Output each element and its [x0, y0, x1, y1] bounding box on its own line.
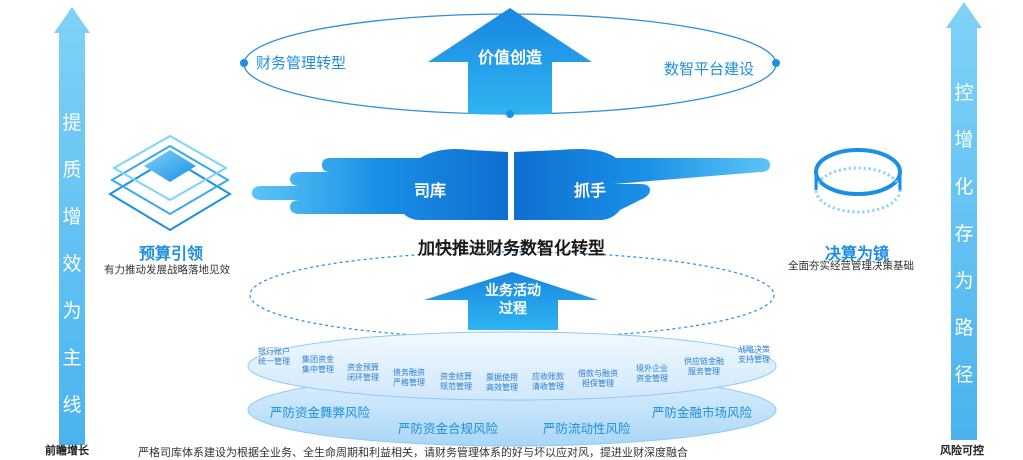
budget-lead-subtitle: 有力推动发展战略落地见效: [104, 264, 230, 276]
left-arrow-shape: [54, 7, 90, 445]
final-accounts-title: 决算为镜: [825, 244, 890, 263]
right-arrow-char: 化: [954, 176, 974, 198]
management-disc: [247, 331, 777, 401]
left-arrow-char: 提: [62, 112, 82, 134]
business-process-arrow: [424, 272, 598, 330]
disc-item: 资金结算规范管理: [440, 372, 472, 392]
disc-item-line: 境外企业: [636, 364, 668, 373]
disc-item-line: 债务融资: [393, 368, 425, 377]
business-process-line2: 过程: [499, 301, 527, 317]
disc-item-line: 支持管理: [738, 355, 770, 364]
ellipse-left-dot: [240, 59, 248, 67]
budget-lead-title: 预算引领: [139, 244, 204, 263]
disc-item-line: 借款与融资: [578, 369, 618, 378]
value-creation-arrow: [428, 8, 592, 114]
grip-label: 抓手: [573, 181, 606, 200]
disc-item-line: 资金结算: [440, 372, 472, 381]
disc-item-line: 清收管理: [532, 382, 564, 391]
disc-item: 资金预算闭环管理: [347, 363, 379, 383]
disc-item-line: 供应链金融: [684, 357, 724, 366]
treasury-label: 司库: [413, 181, 446, 200]
left-arrow-text: 提 质 增 效 为 主 线: [52, 100, 92, 429]
disc-item-line: 战略决策: [738, 345, 770, 354]
risk-item: 严防资金合规风险: [398, 421, 499, 436]
left-arrow-char: 为: [62, 300, 82, 322]
value-creation-label: 价值创造: [477, 48, 542, 67]
right-arrow-char: 存: [954, 223, 974, 245]
disc-item-line: 资金管理: [636, 374, 668, 383]
disc-item: 供应链金融服务管理: [684, 357, 724, 377]
bottom-caption: 严格司库体系建设为根据全业务、全生命周期和利益相关，请财务管理体系的好与坏以应对…: [138, 446, 688, 459]
disc-item: 集团资金集中管理: [302, 355, 334, 375]
disc-item: 债务融资严格管理: [393, 368, 425, 388]
disc-item: 应收账款清收管理: [532, 372, 564, 392]
disc-item-line: 应收账款: [532, 372, 564, 381]
left-arrow-char: 效: [62, 253, 82, 275]
disc-item-line: 规范管理: [440, 382, 472, 391]
budget-layers-icon: [108, 134, 232, 232]
risk-item: 严防金融市场风险: [652, 405, 753, 420]
digital-platform-label: 数智平台建设: [664, 60, 755, 78]
right-arrow-char: 径: [954, 364, 974, 386]
left-arrow-char: 质: [62, 159, 82, 181]
disc-item: 借款与融资担保管理: [578, 369, 618, 389]
disc-item-line: 集团资金: [302, 355, 334, 364]
right-arrow-text: 控 增 化 存 为 路 径: [944, 70, 984, 399]
business-process-label: 业务活动 过程: [470, 282, 556, 318]
right-arrow-char: 路: [954, 317, 974, 339]
left-arrow-char: 线: [62, 394, 82, 416]
disc-item: 票据使用高效管理: [486, 373, 518, 393]
disc-item: 银行账户统一管理: [258, 347, 290, 367]
disc-item: 境外企业资金管理: [636, 364, 668, 384]
left-arrow-char: 增: [62, 206, 82, 228]
disc-item-line: 票据使用: [486, 373, 518, 382]
disc-item-line: 担保管理: [582, 379, 614, 388]
left-arrow-char: 主: [62, 347, 82, 369]
right-arrow-shape: [946, 2, 982, 440]
risk-item: 严防流动性风险: [543, 421, 631, 436]
disc-item-line: 严格管理: [393, 378, 425, 387]
disc-item-line: 服务管理: [688, 367, 720, 376]
ellipse-right-dot: [772, 59, 780, 67]
right-arrow-char: 为: [954, 270, 974, 292]
disc-item: 战略决策支持管理: [738, 345, 770, 365]
final-accounts-subtitle: 全面夯实经营管理决策基础: [788, 260, 914, 272]
center-title: 加快推进财务数智化转型: [418, 239, 605, 259]
right-arrow-char: 增: [954, 129, 974, 151]
right-vertical-arrow: 控 增 化 存 为 路 径: [944, 0, 984, 440]
disc-item-line: 统一管理: [258, 357, 290, 366]
right-hand-shape: [514, 149, 770, 220]
finance-transform-label: 财务管理转型: [256, 54, 347, 72]
risk-item: 严防资金舞弊风险: [270, 405, 371, 420]
disc-item-line: 集中管理: [302, 365, 334, 374]
ellipse-bottom-dot: [506, 110, 514, 118]
business-process-line1: 业务活动: [485, 283, 541, 299]
final-accounts-ring-icon: [814, 148, 902, 214]
left-vertical-arrow: 提 质 增 效 为 主 线: [52, 5, 92, 445]
disc-item-line: 资金预算: [347, 363, 379, 372]
disc-item-line: 银行账户: [258, 347, 290, 356]
disc-item-line: 闭环管理: [347, 373, 379, 382]
disc-item-line: 高效管理: [486, 383, 518, 392]
right-arrow-char: 控: [954, 82, 974, 104]
left-hand-shape: [252, 149, 508, 220]
